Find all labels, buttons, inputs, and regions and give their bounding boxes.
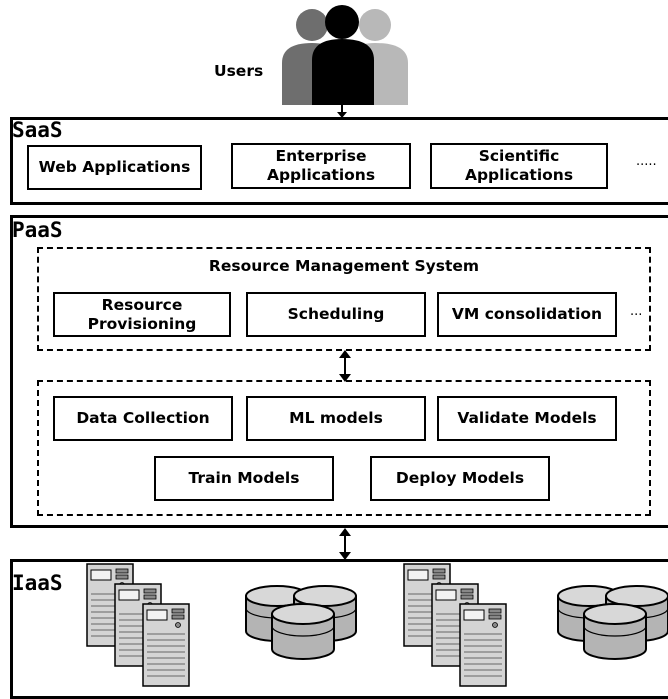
ml-deploy-models: Deploy Models xyxy=(370,456,550,501)
ml-models-label: ML models xyxy=(289,409,383,427)
server-stack-icon xyxy=(86,563,190,687)
paas-title: PaaS xyxy=(12,218,63,242)
saas-scientific-applications: Scientific Applications xyxy=(430,143,608,189)
database-cluster-icon xyxy=(557,585,668,660)
rms-vm-consolidation-label: VM consolidation xyxy=(451,305,603,323)
users-label: Users xyxy=(214,62,264,80)
rms-ellipsis: ... xyxy=(630,304,643,319)
rms-vm-consolidation: VM consolidation xyxy=(437,292,617,337)
paas-layer xyxy=(10,215,668,528)
ml-pipeline-group xyxy=(37,380,651,516)
rms-resource-provisioning: Resource Provisioning xyxy=(53,292,231,337)
ml-validate-models: Validate Models xyxy=(437,396,617,441)
rms-scheduling-label: Scheduling xyxy=(287,305,385,323)
saas-title: SaaS xyxy=(12,118,63,142)
ml-data-collection: Data Collection xyxy=(53,396,233,441)
users-group-icon xyxy=(282,5,408,105)
rms-scheduling: Scheduling xyxy=(246,292,426,337)
rms-title: Resource Management System xyxy=(208,257,480,275)
saas-enterprise-applications-label: Enterprise Applications xyxy=(266,147,376,184)
ml-deploy-models-label: Deploy Models xyxy=(395,469,525,487)
database-cluster-icon xyxy=(245,585,357,660)
resource-management-system xyxy=(37,247,651,351)
iaas-title: IaaS xyxy=(12,571,63,595)
saas-enterprise-applications: Enterprise Applications xyxy=(231,143,411,189)
ml-train-models: Train Models xyxy=(154,456,334,501)
ml-data-collection-label: Data Collection xyxy=(76,409,210,427)
paas-iaas-arrow xyxy=(339,528,351,560)
saas-web-applications-label: Web Applications xyxy=(38,158,191,176)
ml-train-models-label: Train Models xyxy=(188,469,300,487)
server-stack-icon xyxy=(403,563,507,687)
ml-validate-models-label: Validate Models xyxy=(457,409,597,427)
saas-scientific-applications-label: Scientific Applications xyxy=(464,147,574,184)
rms-resource-provisioning-label: Resource Provisioning xyxy=(87,295,197,333)
ml-models: ML models xyxy=(246,396,426,441)
saas-ellipsis: ..... xyxy=(636,154,657,169)
rms-ml-arrow xyxy=(339,350,351,382)
saas-web-applications: Web Applications xyxy=(27,145,202,190)
users-saas-arrow xyxy=(337,96,347,118)
